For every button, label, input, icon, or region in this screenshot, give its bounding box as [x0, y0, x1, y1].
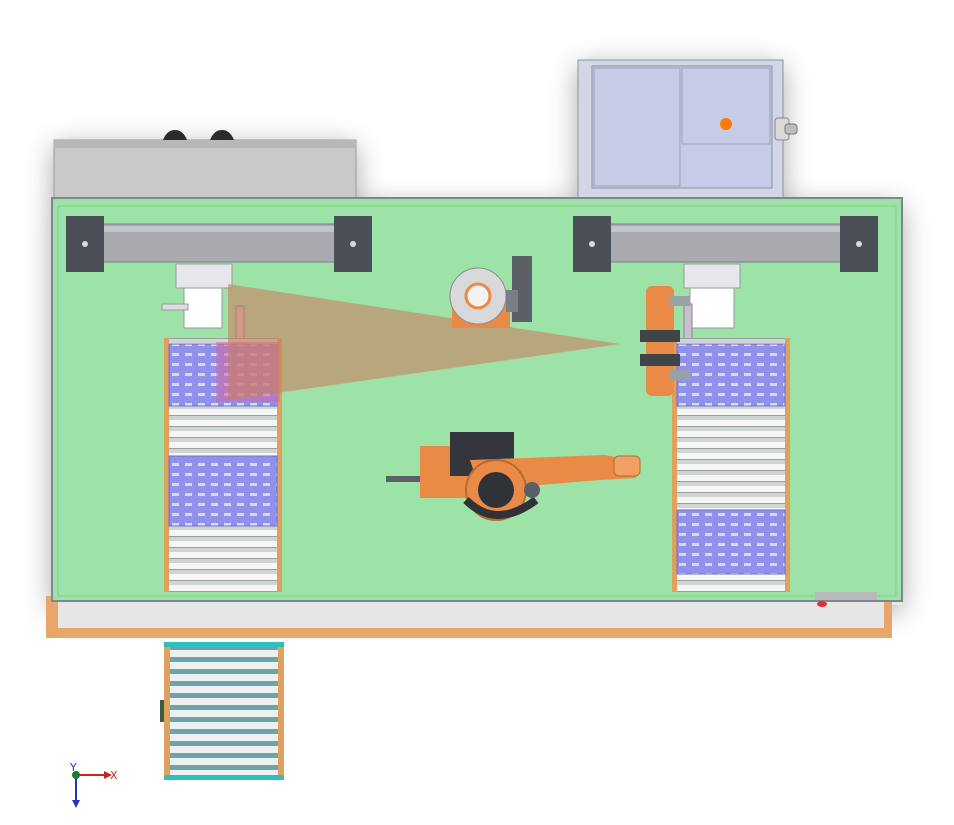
industrial-robot-arm[interactable]	[386, 432, 641, 521]
pallet-right-bottom[interactable]	[676, 509, 786, 575]
pallet-left-bottom[interactable]	[168, 455, 278, 527]
electrical-cabinet[interactable]	[53, 130, 357, 203]
axis-triad: X Y	[69, 761, 118, 808]
control-cabinet[interactable]	[577, 59, 798, 203]
axis-x-label: X	[110, 769, 118, 782]
emergency-stop-icon[interactable]	[815, 592, 877, 607]
pallet-right-top[interactable]	[676, 343, 786, 407]
axis-y-label: Y	[69, 761, 77, 774]
positioner-turntable[interactable]	[449, 256, 532, 328]
laser-beam	[228, 284, 620, 400]
indicator-light-icon	[720, 118, 732, 130]
inbound-roller-conveyor[interactable]	[160, 642, 284, 780]
roller-conveyor-right[interactable]	[672, 338, 790, 592]
linear-gantry-right[interactable]	[573, 216, 878, 383]
gripper-station[interactable]	[640, 286, 690, 396]
